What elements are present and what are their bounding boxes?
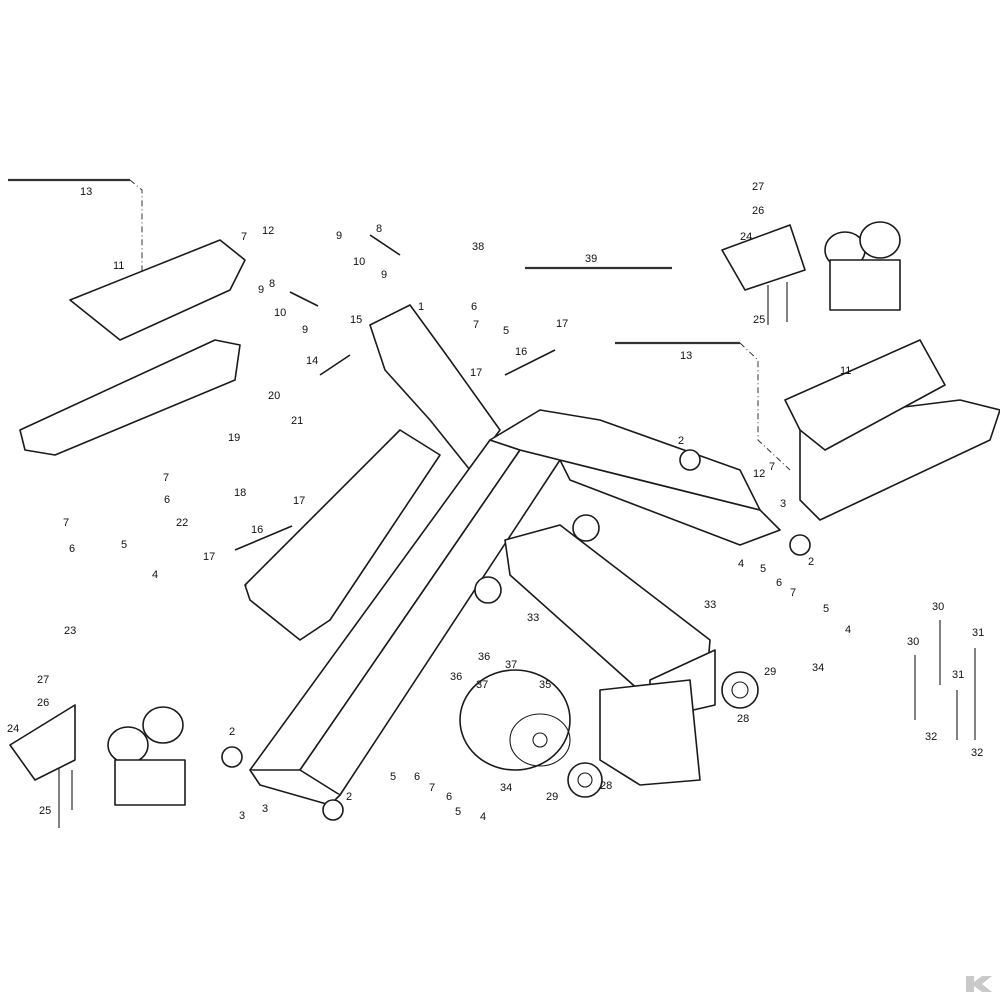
callout: 8 <box>376 223 382 235</box>
callout: 4 <box>845 624 851 636</box>
callout: 15 <box>350 314 362 326</box>
k-logo-icon <box>964 972 994 996</box>
callout: 5 <box>121 539 127 551</box>
callout: 1 <box>418 301 424 313</box>
callout: 18 <box>234 487 246 499</box>
round-parts <box>107 221 901 821</box>
callout: 9 <box>336 230 342 242</box>
callout: 26 <box>37 697 49 709</box>
callout: 29 <box>546 791 558 803</box>
callout: 28 <box>600 780 612 792</box>
main-frame <box>9 224 1000 806</box>
callout: 17 <box>293 495 305 507</box>
callout: 34 <box>500 782 512 794</box>
callout: 14 <box>306 355 318 367</box>
callout: 6 <box>69 543 75 555</box>
callout: 11 <box>840 365 851 377</box>
callout: 9 <box>258 284 264 296</box>
callout: 20 <box>268 390 280 402</box>
callout: 19 <box>228 432 240 444</box>
callout: 12 <box>262 225 274 237</box>
callout: 37 <box>476 679 488 691</box>
callout: 36 <box>450 671 462 683</box>
callout: 4 <box>152 569 158 581</box>
callout: 16 <box>515 346 527 358</box>
callout: 21 <box>291 415 303 427</box>
callout: 26 <box>752 205 764 217</box>
callout: 24 <box>740 231 752 243</box>
callout: 3 <box>262 803 268 815</box>
callout: 5 <box>760 563 766 575</box>
callout: 30 <box>907 636 919 648</box>
callout: 5 <box>455 806 461 818</box>
callout: 28 <box>737 713 749 725</box>
callout: 6 <box>471 301 477 313</box>
callout: 27 <box>37 674 49 686</box>
callout: 17 <box>470 367 482 379</box>
callout: 38 <box>472 241 484 253</box>
callout: 6 <box>446 791 452 803</box>
callout: 13 <box>80 186 92 198</box>
callout: 9 <box>302 324 308 336</box>
callout: 35 <box>539 679 551 691</box>
callout: 6 <box>164 494 170 506</box>
callout: 23 <box>64 625 76 637</box>
callout: 7 <box>769 461 775 473</box>
callout: 16 <box>251 524 263 536</box>
callout: 4 <box>738 558 744 570</box>
callout: 13 <box>680 350 692 362</box>
callout: 29 <box>764 666 776 678</box>
callout: 25 <box>753 314 765 326</box>
callout-labels: 1 2 2 2 2 3 3 3 4 4 4 4 5 5 5 5 5 5 6 6 … <box>7 181 984 823</box>
callout: 7 <box>63 517 69 529</box>
callout: 31 <box>952 669 964 681</box>
callout: 24 <box>7 723 19 735</box>
callout: 33 <box>704 599 716 611</box>
callout: 36 <box>478 651 490 663</box>
callout: 7 <box>790 587 796 599</box>
callout: 3 <box>239 810 245 822</box>
callout: 2 <box>678 435 684 447</box>
callout: 2 <box>346 791 352 803</box>
callout: 4 <box>480 811 486 823</box>
callout: 37 <box>505 659 517 671</box>
callout: 27 <box>752 181 764 193</box>
callout: 32 <box>971 747 983 759</box>
callout: 6 <box>776 577 782 589</box>
callout: 7 <box>241 231 247 243</box>
callout: 2 <box>229 726 235 738</box>
callout: 17 <box>203 551 215 563</box>
callout: 25 <box>39 805 51 817</box>
callout: 32 <box>925 731 937 743</box>
callout: 6 <box>414 771 420 783</box>
callout: 5 <box>390 771 396 783</box>
callout: 5 <box>823 603 829 615</box>
callout: 34 <box>812 662 824 674</box>
callout: 3 <box>780 498 786 510</box>
callout: 9 <box>381 269 387 281</box>
callout: 7 <box>429 782 435 794</box>
callout: 31 <box>972 627 984 639</box>
callout: 11 <box>113 260 124 272</box>
pins-and-bolts <box>58 234 976 828</box>
callout: 2 <box>808 556 814 568</box>
callout: 30 <box>932 601 944 613</box>
callout: 5 <box>503 325 509 337</box>
callout: 8 <box>269 278 275 290</box>
callout: 22 <box>176 517 188 529</box>
callout: 7 <box>163 472 169 484</box>
callout: 10 <box>353 256 365 268</box>
reference-lines <box>8 178 791 471</box>
callout: 33 <box>527 612 539 624</box>
callout: 39 <box>585 253 597 265</box>
callout: 10 <box>274 307 286 319</box>
callout: 7 <box>473 319 479 331</box>
callout: 12 <box>753 468 765 480</box>
callout: 17 <box>556 318 568 330</box>
